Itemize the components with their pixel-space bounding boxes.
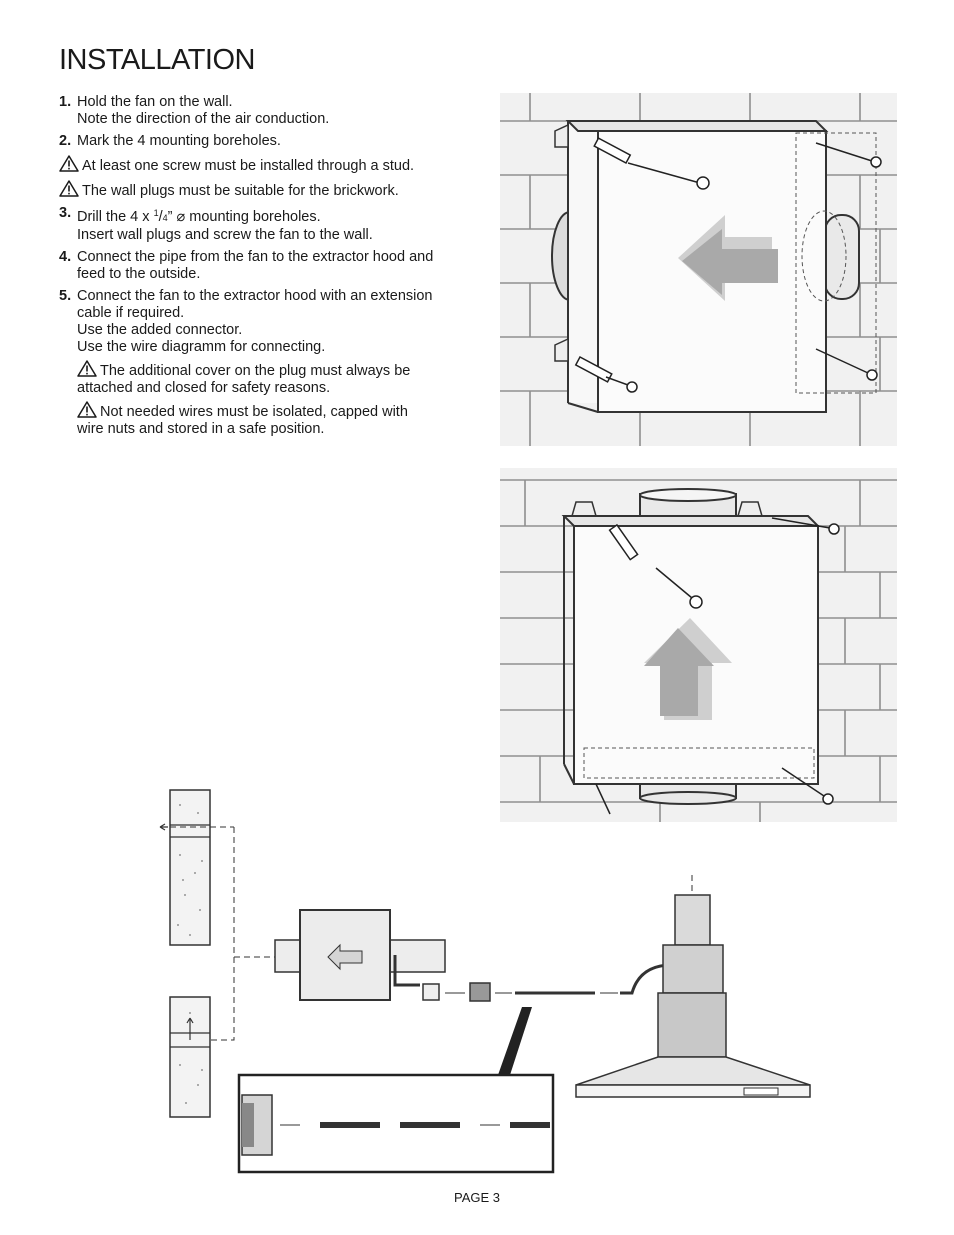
arrow-up-icon — [186, 1017, 194, 1040]
warning-triangle-icon — [59, 180, 79, 197]
zoom-pointer — [498, 1007, 532, 1075]
page-title: INSTALLATION — [59, 44, 255, 76]
step-text: Hold the fan on the wall. — [77, 94, 233, 110]
warning-wires: Not needed wires must be isolated, cappe… — [77, 401, 459, 438]
screws — [595, 517, 840, 815]
step-1: 1. Hold the fan on the wall. Note the di… — [59, 94, 459, 128]
warning-plug-cover: The additional cover on the plug must al… — [77, 360, 459, 397]
step-text: Note the direction of the air conduction… — [77, 111, 330, 127]
step-2: 2. Mark the 4 mounting boreholes. — [59, 133, 459, 150]
warning-triangle-icon — [77, 360, 97, 377]
step-text: Use the added connector. — [77, 322, 243, 338]
extractor-hood — [575, 894, 811, 1098]
step-3: 3. Drill the 4 x 1/4” ⌀ mounting borehol… — [59, 205, 459, 244]
fraction-denominator: 4 — [162, 213, 168, 223]
warning-text: The wall plugs must be suitable for the … — [82, 183, 399, 199]
step-text: Connect the pipe from the fan to the ext… — [77, 249, 434, 265]
step-number: 4. — [59, 249, 72, 265]
warning-text: wire nuts and stored in a safe position. — [77, 421, 325, 437]
page-number: PAGE 3 — [453, 1190, 500, 1205]
zoom-detail — [237, 1073, 555, 1174]
wall-section — [169, 789, 211, 1118]
instruction-list: 1. Hold the fan on the wall. Note the di… — [59, 94, 459, 443]
arrow-left-icon — [327, 943, 363, 971]
pipe-right — [824, 214, 860, 300]
arrow-left-icon — [159, 823, 168, 831]
step-number: 1. — [59, 94, 72, 110]
step-text: Connect the fan to the extractor hood wi… — [77, 288, 433, 304]
screws — [574, 137, 882, 393]
step-5: 5. Connect the fan to the extractor hood… — [59, 288, 459, 438]
step-text: cable if required. — [77, 305, 185, 321]
arrow-left-icon — [678, 215, 778, 301]
step-number: 5. — [59, 288, 72, 304]
fraction-numerator: 1 — [153, 208, 159, 218]
step-number: 2. — [59, 133, 72, 149]
figure-horizontal-mounting — [500, 93, 897, 446]
step-text: Use the wire diagramm for connecting. — [77, 339, 326, 355]
step-4: 4. Connect the pipe from the fan to the … — [59, 249, 459, 283]
warning-wall-plugs: The wall plugs must be suitable for the … — [59, 180, 459, 200]
figure-wiring-diagram — [159, 789, 811, 1174]
step-text-pre: Drill the 4 x — [77, 209, 154, 225]
warning-triangle-icon — [59, 155, 79, 172]
duct-route — [160, 826, 693, 1041]
warning-text: Not needed wires must be isolated, cappe… — [100, 404, 408, 420]
step-text: Insert wall plugs and screw the fan to t… — [77, 227, 373, 243]
step-number: 3. — [59, 205, 72, 221]
warning-text: attached and closed for safety reasons. — [77, 380, 331, 396]
step-text: feed to the outside. — [77, 266, 201, 282]
connector — [469, 982, 491, 1002]
arrow-up-icon — [644, 618, 732, 720]
warning-text: At least one screw must be installed thr… — [82, 158, 415, 174]
step-text: Drill the 4 x 1/4” ⌀ mounting boreholes. — [77, 208, 321, 225]
warning-stud: At least one screw must be installed thr… — [59, 155, 459, 175]
warning-triangle-icon — [77, 401, 97, 418]
step-text: Mark the 4 mounting boreholes. — [77, 133, 281, 149]
warning-text: The additional cover on the plug must al… — [100, 363, 411, 379]
plug — [422, 983, 440, 1001]
step-text-post: ” ⌀ mounting boreholes. — [167, 209, 321, 225]
figure-vertical-mounting — [500, 468, 897, 822]
